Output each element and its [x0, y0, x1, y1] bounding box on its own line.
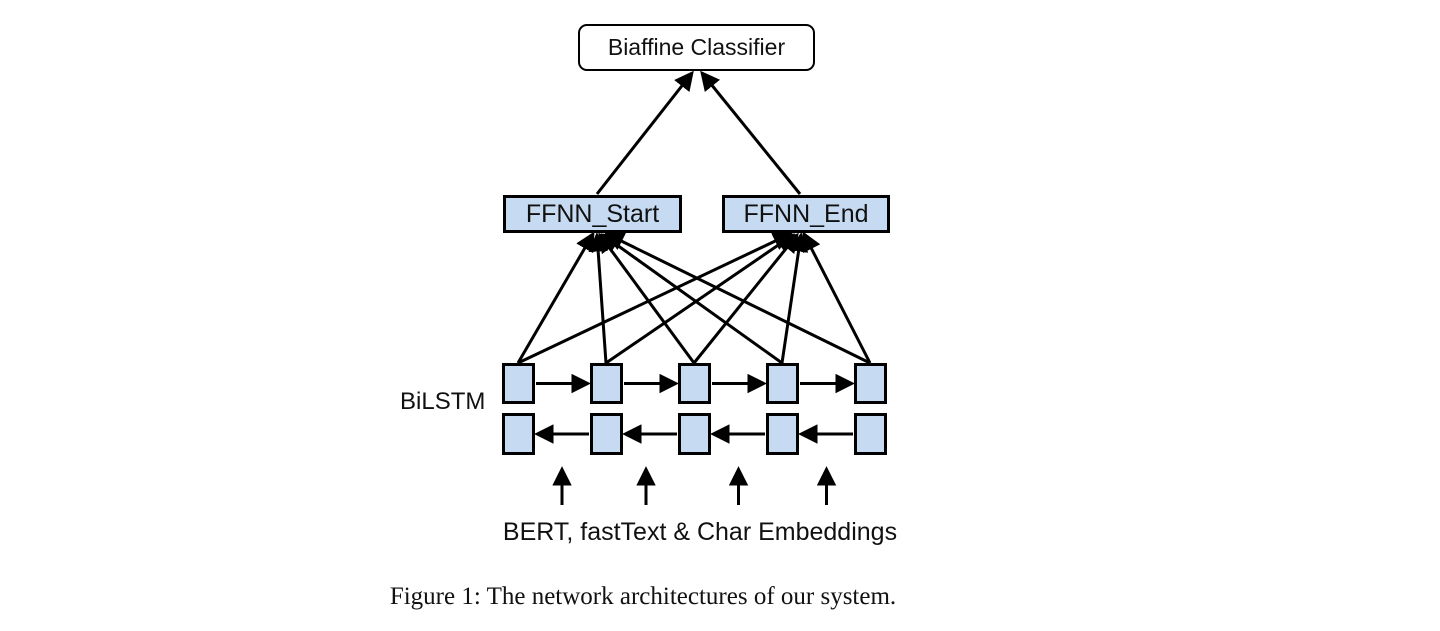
- biaffine-classifier-label: Biaffine Classifier: [607, 34, 786, 60]
- ffnn-end-label: FFNN_End: [743, 199, 869, 228]
- biaffine-classifier-node: Biaffine Classifier: [578, 24, 815, 71]
- lstm-cell-backward-2: [590, 413, 623, 455]
- lstm-cell-backward-1: [502, 413, 535, 455]
- ffnn-start-node: FFNN_Start: [503, 195, 682, 233]
- lstm-cell-forward-3: [678, 363, 711, 404]
- input-embedding-arrows: [552, 466, 837, 505]
- lstm-cell-backward-5: [854, 413, 887, 455]
- lstm-cell-backward-3: [678, 413, 711, 455]
- lstm-cell-forward-5: [854, 363, 887, 404]
- ffnn-end-node: FFNN_End: [722, 195, 890, 233]
- lstm-cell-forward-4: [766, 363, 799, 404]
- bilstm-layer-label: BiLSTM: [400, 388, 486, 415]
- lstm-cell-backward-4: [766, 413, 799, 455]
- ffnn-start-label: FFNN_Start: [525, 199, 660, 228]
- lstm-to-ffnn-end-arrows: [517, 231, 872, 365]
- lstm-to-ffnn-start-arrows: [516, 231, 871, 365]
- ffnn-to-biaffine-arrows: [595, 70, 802, 195]
- figure-caption: Figure 1: The network architectures of o…: [389, 583, 897, 610]
- input-embeddings-label: BERT, fastText & Char Embeddings: [502, 518, 898, 546]
- lstm-cell-forward-2: [590, 363, 623, 404]
- lstm-cell-forward-1: [502, 363, 535, 404]
